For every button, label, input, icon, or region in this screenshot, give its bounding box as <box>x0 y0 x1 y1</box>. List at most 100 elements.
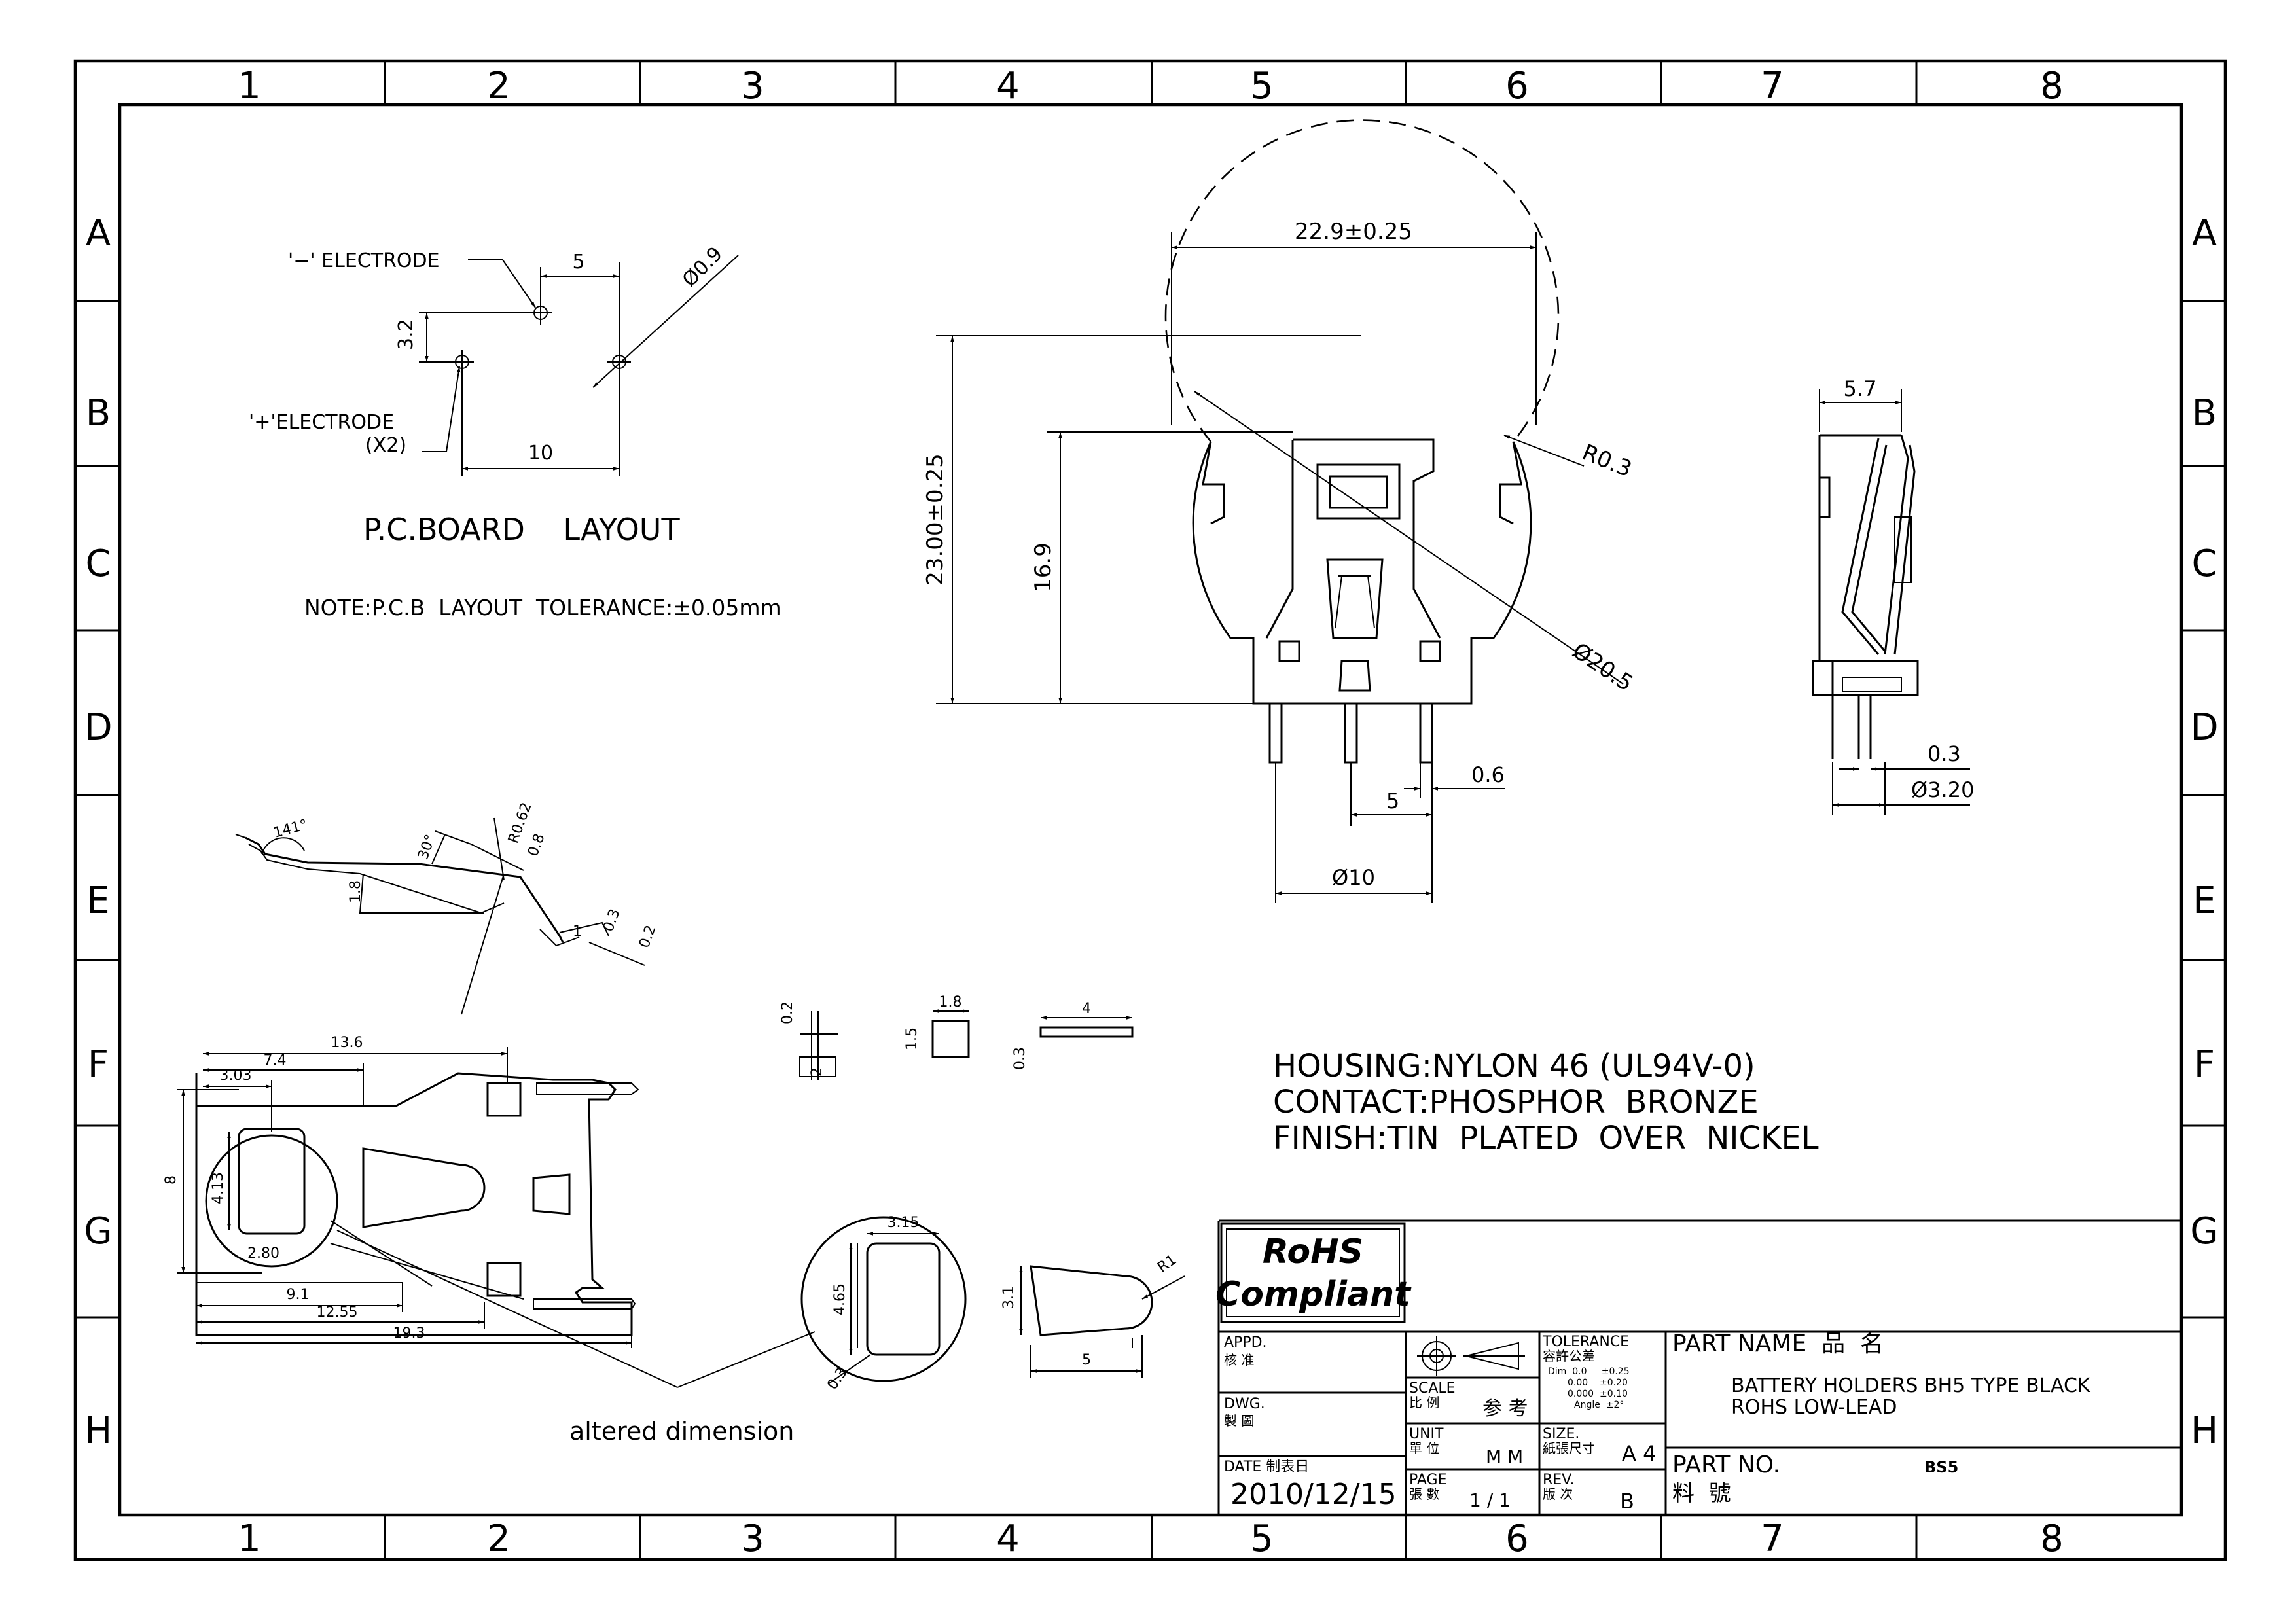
part-no-label: PART NO. <box>1672 1452 1780 1478</box>
front-inner-height-dim: 16.9 <box>1030 543 1056 592</box>
row-label-right: H <box>2191 1410 2218 1452</box>
col-label-top: 1 <box>238 65 261 107</box>
date-label: DATE 制表日 <box>1224 1459 1309 1475</box>
part-cross-02: 0.2 <box>780 1001 796 1024</box>
page-label-cn: 張 數 <box>1409 1486 1439 1502</box>
pcb-dim-32: 3.2 <box>395 319 418 350</box>
row-label-left: E <box>86 880 109 922</box>
page-value: 1 / 1 <box>1469 1489 1511 1511</box>
tolerance-label-cn: 容許公差 <box>1543 1348 1595 1364</box>
col-label-top: 3 <box>741 65 764 107</box>
front-radius-dim: R0.3 <box>1579 439 1636 482</box>
tolerance-row: 0.000 ±0.10 <box>1568 1389 1628 1399</box>
materials-spec: HOUSING:NYLON 46 (UL94V-0) CONTACT:PHOSP… <box>1273 1048 1819 1156</box>
flat-d280: 2.80 <box>247 1245 279 1262</box>
appd-label: APPD. <box>1224 1334 1267 1351</box>
detail-view: 3.15 4.65 0.3 3.1 5 R1 altered dimension <box>336 1215 1185 1446</box>
col-label-bottom: 1 <box>238 1518 261 1560</box>
col-label-top: 5 <box>1250 65 1274 107</box>
front-height-dim: 23.00±0.25 <box>922 454 948 586</box>
scale-label: SCALE <box>1409 1380 1456 1397</box>
row-label-left: B <box>86 392 111 435</box>
row-label-left: G <box>84 1210 112 1253</box>
sheet-frame: 1 2 3 4 5 6 7 8 1 2 3 4 5 6 7 8 A B C D … <box>73 59 2227 1561</box>
row-label-left: A <box>86 212 111 255</box>
row-label-right: E <box>2193 880 2215 922</box>
side-pin-span-dim: Ø3.20 <box>1911 777 1974 802</box>
row-label-right: B <box>2192 392 2217 435</box>
side-width-dim: 5.7 <box>1844 376 1877 401</box>
col-label-top: 6 <box>1505 65 1529 107</box>
pcb-dim-09: Ø0.9 <box>678 242 727 291</box>
contact-angle-30: 30° <box>415 832 439 862</box>
rohs-badge-line1: RoHS <box>1263 1232 1363 1272</box>
rev-label: REV. <box>1543 1472 1574 1488</box>
row-label-left: F <box>88 1043 109 1086</box>
size-label-cn: 紙張尺寸 <box>1543 1440 1595 1456</box>
side-view: 5.7 0.3 Ø3.20 <box>1812 376 1974 815</box>
rev-value: B <box>1620 1489 1634 1514</box>
altered-dimension-note: altered dimension <box>569 1417 794 1446</box>
rev-label-cn: 版 次 <box>1543 1486 1573 1502</box>
flat-d8: 8 <box>163 1175 179 1185</box>
row-label-left: D <box>84 706 112 749</box>
tolerance-row: Angle ±2° <box>1574 1400 1624 1410</box>
side-thickness-dim: 0.3 <box>1928 741 1961 766</box>
flat-d413: 4.13 <box>210 1172 226 1204</box>
size-label: SIZE. <box>1543 1426 1579 1442</box>
small-parts: 0.2 2 1.8 1.5 4 0.3 <box>780 994 1134 1080</box>
neg-electrode-label: '−' ELECTRODE <box>288 249 440 272</box>
col-label-bottom: 6 <box>1505 1518 1529 1560</box>
contact-d08: 0.8 <box>525 832 548 859</box>
appd-label-cn: 核 准 <box>1224 1352 1254 1368</box>
row-label-right: G <box>2190 1210 2218 1253</box>
page-label: PAGE <box>1409 1472 1446 1488</box>
flat-d74: 7.4 <box>264 1052 287 1069</box>
pcb-title: P.C.BOARD LAYOUT <box>363 512 680 547</box>
front-view: 22.9±0.25 23.00±0.25 16.9 Ø20.5 R0.3 5 0… <box>922 119 1638 903</box>
part-cross-2: 2 <box>809 1067 825 1077</box>
unit-label-cn: 單 位 <box>1409 1440 1439 1456</box>
detail-d5: 5 <box>1082 1352 1091 1368</box>
flat-d136: 13.6 <box>331 1035 363 1051</box>
tolerance-row: Dim 0.0 ±0.25 <box>1548 1366 1630 1377</box>
detail-r1: R1 <box>1155 1252 1179 1276</box>
pcb-dim-5: 5 <box>572 251 584 274</box>
flat-d193: 19.3 <box>393 1325 425 1342</box>
row-label-right: D <box>2190 706 2218 749</box>
tolerance-row: 0.00 ±0.20 <box>1568 1378 1628 1388</box>
flat-pattern: 13.6 7.4 3.03 8 4.13 2.80 9.1 12.55 19.3 <box>163 1035 639 1348</box>
contact-d1: 1 <box>573 923 582 940</box>
col-label-top: 4 <box>996 65 1020 107</box>
col-label-bottom: 4 <box>996 1518 1020 1560</box>
front-width-dim: 22.9±0.25 <box>1295 219 1412 245</box>
title-block: RoHS Compliant APPD. 核 准 DWG. 製 圖 DATE 制… <box>1215 1219 2181 1515</box>
flat-d91: 9.1 <box>287 1287 310 1303</box>
col-label-bottom: 8 <box>2040 1518 2064 1560</box>
part-name-label: PART NAME 品 名 <box>1672 1330 1884 1357</box>
rohs-badge-line2: Compliant <box>1215 1275 1412 1314</box>
contact-angle-141: 141° <box>272 817 310 842</box>
col-label-bottom: 3 <box>741 1518 764 1560</box>
size-value: A 4 <box>1622 1441 1656 1466</box>
material-finish: FINISH:TIN PLATED OVER NICKEL <box>1273 1120 1819 1156</box>
material-contact: CONTACT:PHOSPHOR BRONZE <box>1273 1084 1759 1120</box>
scale-value: 参 考 <box>1482 1397 1528 1420</box>
detail-d465: 4.65 <box>832 1283 848 1315</box>
pcb-tolerance-note: NOTE:P.C.B LAYOUT TOLERANCE:±0.05mm <box>304 595 781 620</box>
pos-electrode-label: '+'ELECTRODE <box>249 411 394 434</box>
detail-d31: 3.1 <box>1001 1286 1017 1309</box>
material-housing: HOUSING:NYLON 46 (UL94V-0) <box>1273 1048 1755 1084</box>
front-span-dim: Ø10 <box>1332 865 1375 890</box>
unit-label: UNIT <box>1409 1426 1444 1442</box>
contact-profile: 141° 30° R0.62 0.8 1.8 1 0.3 0.2 <box>235 800 660 1015</box>
row-label-left: C <box>85 543 111 585</box>
part-sq-15: 1.5 <box>904 1027 920 1050</box>
projection-symbol <box>1417 1336 1525 1376</box>
row-label-right: A <box>2192 212 2217 255</box>
flat-d303: 3.03 <box>220 1067 252 1084</box>
pcb-layout: '−' ELECTRODE '+'ELECTRODE (X2) 5 Ø0.9 3… <box>249 242 781 620</box>
contact-d18: 1.8 <box>348 880 364 903</box>
row-label-right: C <box>2191 543 2217 585</box>
